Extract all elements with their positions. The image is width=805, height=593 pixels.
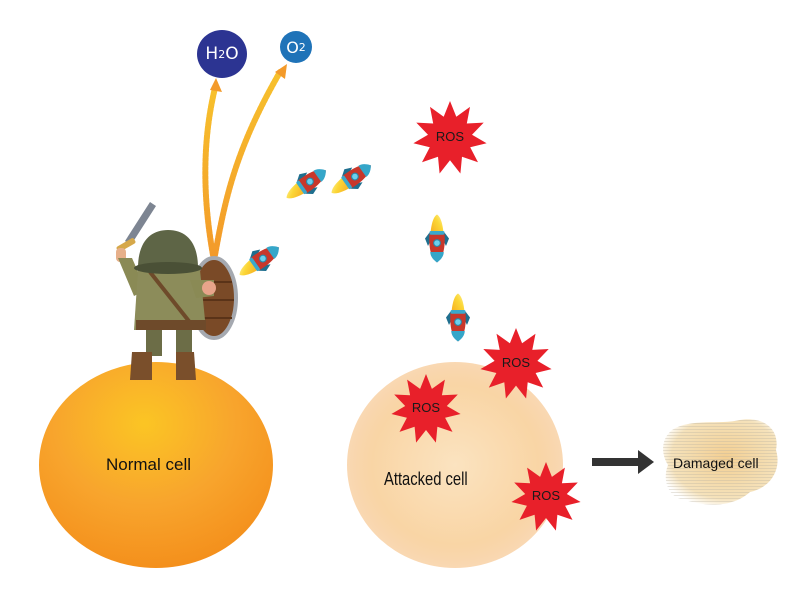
rocket: [232, 236, 287, 286]
ros-star: ROS: [510, 458, 582, 536]
ros-star: ROS: [479, 326, 553, 402]
damaged-cell-label: Damaged cell: [673, 455, 759, 471]
rocket: [279, 159, 334, 209]
attacked-cell-label: Attacked cell: [384, 469, 468, 489]
ros-star: ROS: [412, 98, 488, 178]
arrow-to-water: [202, 85, 218, 258]
ros-star-shape: [511, 462, 581, 531]
normal-cell: [39, 362, 273, 568]
ros-star-shape: [391, 374, 461, 443]
ros-star-shape: [480, 328, 552, 399]
normal-cell-label: Normal cell: [106, 455, 192, 474]
damaged-cell: [663, 419, 778, 505]
rocket: [324, 154, 379, 204]
conversion-arrows: [202, 64, 287, 258]
arrow-to-oxygen: [212, 69, 283, 258]
ros-star: ROS: [390, 370, 462, 448]
rocket: [445, 292, 471, 343]
ros-star-shape: [413, 101, 487, 174]
soldier-defender: [116, 202, 238, 380]
progression-arrow: [592, 450, 654, 474]
rocket: [424, 213, 450, 264]
